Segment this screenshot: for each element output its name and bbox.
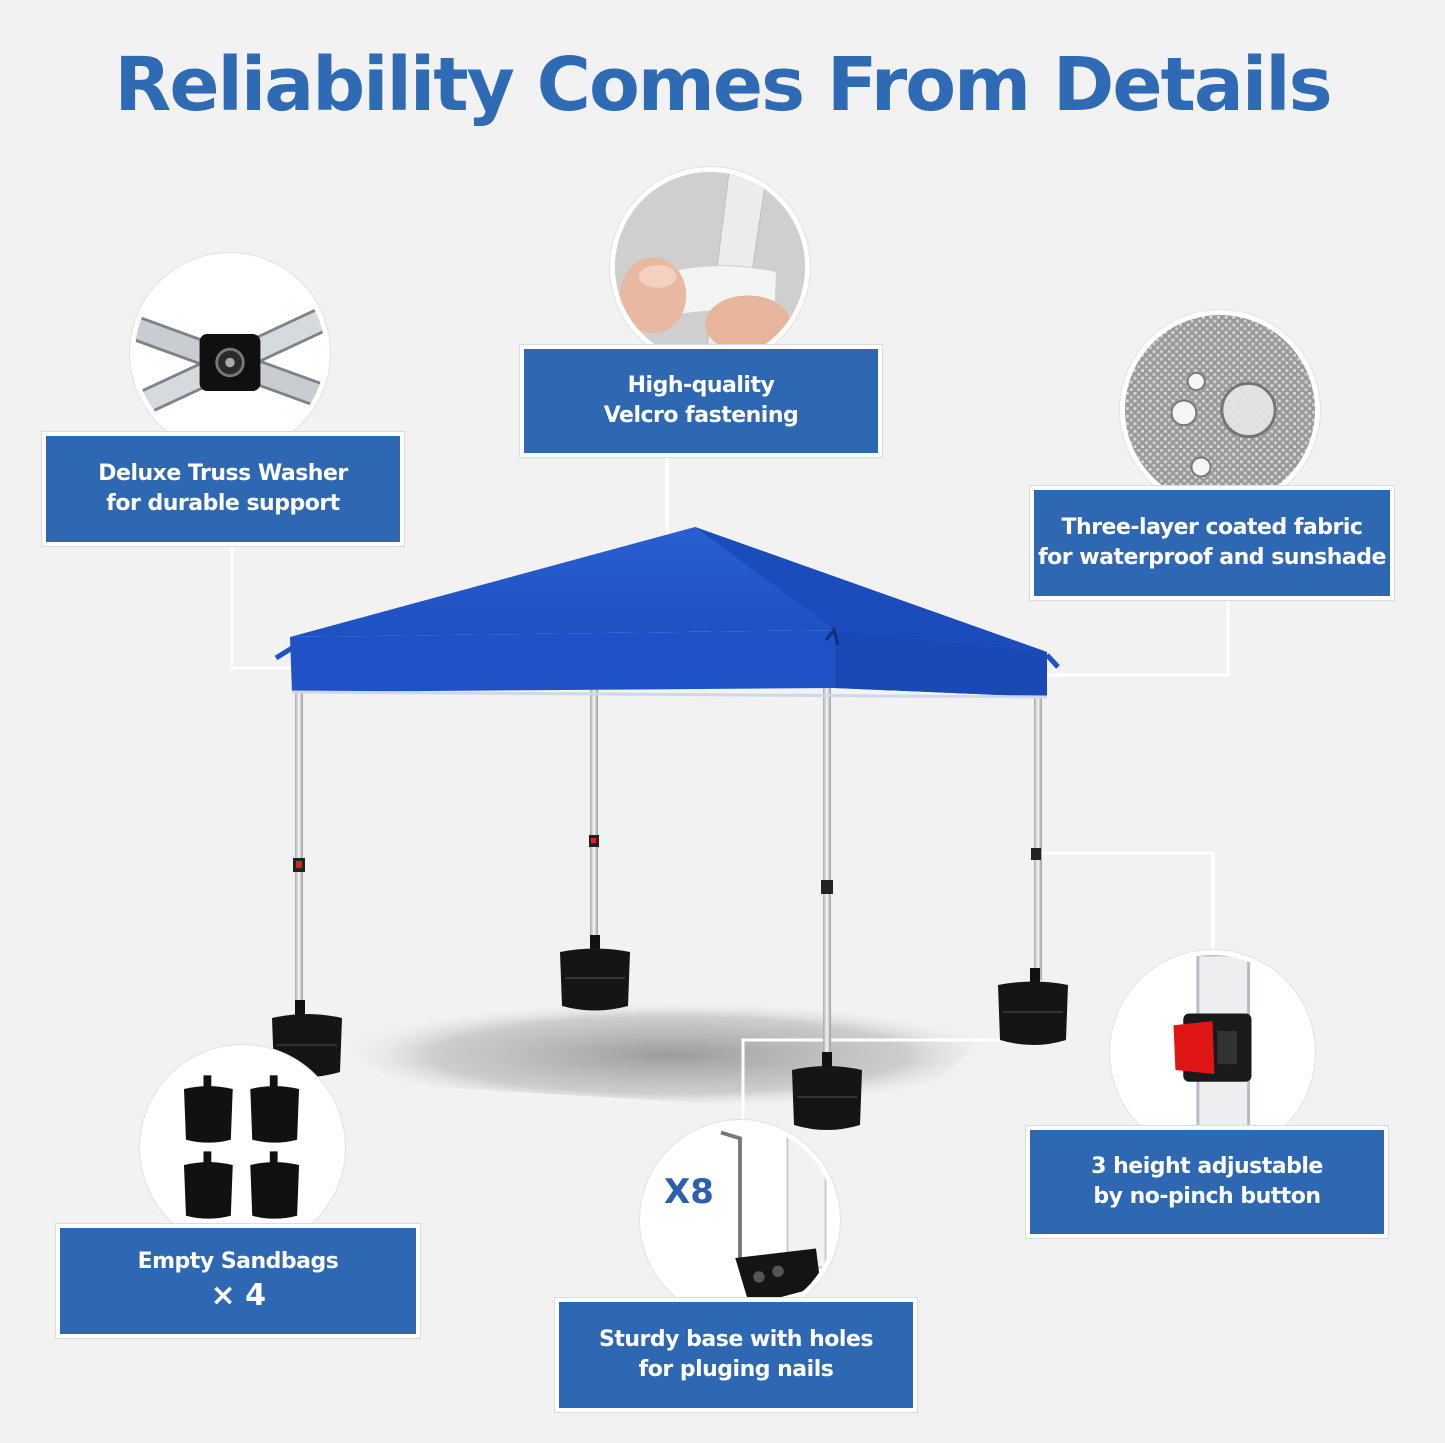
velcro-line2: Velcro fastening — [603, 403, 799, 428]
sandbag-back-right — [998, 968, 1068, 1045]
base-nails-icon — [645, 1125, 835, 1315]
sandbags-line2: × 4 — [210, 1278, 266, 1313]
velcro-fastening-icon — [615, 172, 805, 362]
fabric-label: Three-layer coated fabric for waterproof… — [1030, 486, 1394, 600]
velcro-circle — [610, 167, 810, 367]
nail-count-badge: X8 — [664, 1172, 714, 1212]
fabric-line2: for waterproof and sunshade — [1038, 545, 1386, 570]
sandbags-icon — [145, 1050, 340, 1245]
height-button-icon — [1115, 955, 1310, 1150]
page-title: Reliability Comes From Details — [114, 42, 1332, 128]
back-right-leg — [1034, 690, 1042, 980]
base-callout-line — [741, 1038, 1005, 1145]
fabric-callout-line — [1015, 600, 1230, 677]
ground-shadow — [330, 1000, 1010, 1110]
truss-washer-line2: for durable support — [106, 491, 340, 516]
coated-fabric-icon — [1125, 315, 1315, 505]
base-nails-line1: Sturdy base with holes — [599, 1327, 873, 1352]
front-right-leg — [823, 685, 831, 1070]
truss-washer-circle — [130, 253, 330, 453]
back-left-leg — [590, 690, 598, 950]
base-nails-circle — [640, 1120, 840, 1320]
truss-washer-line1: Deluxe Truss Washer — [98, 461, 348, 486]
height-adjust-line2: by no-pinch button — [1093, 1184, 1321, 1209]
height-callout-line — [1040, 851, 1215, 950]
sandbag-back-left — [560, 935, 630, 1011]
base-nails-line2: for pluging nails — [638, 1357, 834, 1382]
height-adjust-label: 3 height adjustable by no-pinch button — [1026, 1126, 1388, 1238]
height-adjust-line1: 3 height adjustable — [1091, 1154, 1323, 1179]
fabric-line1: Three-layer coated fabric — [1061, 515, 1363, 540]
sandbag-front-right — [792, 1052, 862, 1130]
truss-washer-icon — [135, 258, 325, 448]
truss-washer-label: Deluxe Truss Washer for durable support — [42, 432, 404, 546]
sandbags-label: Empty Sandbags × 4 — [56, 1224, 420, 1338]
front-left-leg — [295, 690, 303, 1020]
base-nails-label: Sturdy base with holes for pluging nails — [555, 1298, 917, 1412]
sandbags-line1: Empty Sandbags — [137, 1249, 339, 1274]
velcro-label: High-quality Velcro fastening — [520, 345, 882, 457]
velcro-line1: High-quality — [627, 373, 775, 398]
fabric-circle — [1120, 310, 1320, 510]
height-button-circle — [1110, 950, 1315, 1155]
sandbags-circle — [140, 1045, 345, 1250]
